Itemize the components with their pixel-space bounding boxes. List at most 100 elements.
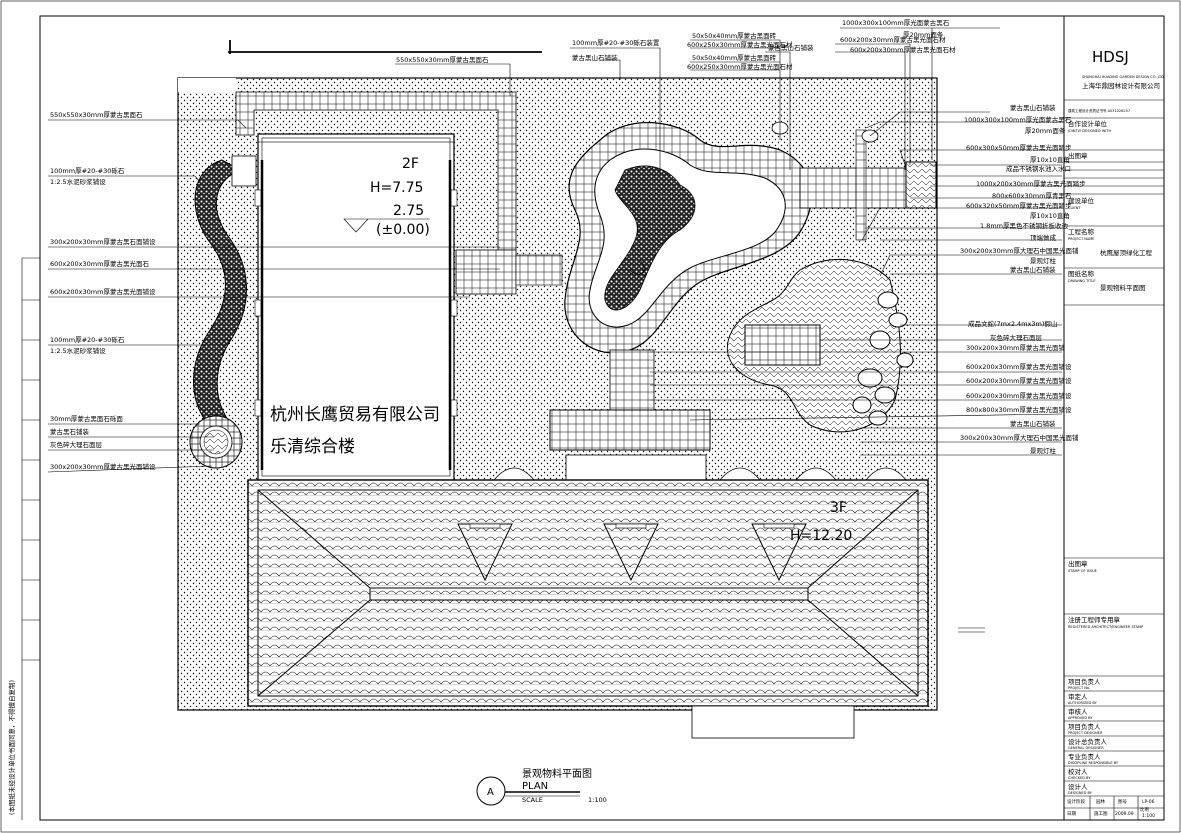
- roof-plan: 2F H=7.75 2.75 (±0.00) 杭州长鹰贸易有限公司 乐清综合楼: [177, 40, 985, 739]
- level-ref: (±0.00): [376, 222, 430, 238]
- callout-top-8: 蒙古黑山石铺装: [768, 43, 814, 52]
- callout-top-10: 600x200x30mm厚蒙古黑光面石材: [840, 35, 946, 44]
- firm-name-en: SHANGHAI HUADING GARDEN DESIGN CO.,LTD: [1082, 75, 1164, 79]
- stamp-label: 出图章: [1068, 151, 1088, 160]
- callout-left-5: 600x200x30mm厚蒙古黑光面石: [50, 259, 149, 268]
- building-3f-height: H=12.20: [790, 528, 852, 544]
- seal-label: 出图章: [1068, 559, 1088, 568]
- step-path-right: [799, 167, 911, 209]
- project-label: 工程名称: [1068, 227, 1095, 236]
- row-7-cn: 设计人: [1068, 782, 1088, 791]
- project-name: 杭鹰屋顶绿化工程: [1100, 248, 1153, 257]
- callout-left-3: 1:2.5水泥砂浆铺设: [50, 177, 106, 186]
- callout-right-13: 300x200x30mm厚大理石中国黑光面铺: [960, 246, 1079, 255]
- callout-right-17: 灰色碎大理石面层: [990, 333, 1043, 342]
- callout-right-15: 蒙古黑山石铺装: [1010, 265, 1056, 274]
- plan-scale-value: 1:100: [588, 796, 607, 804]
- callout-right-23: 蒙古黑山石铺装: [1010, 419, 1056, 428]
- rockery-stones: [852, 291, 914, 426]
- building-2f: [257, 133, 455, 481]
- callout-top-3: 50x50x40mm厚蒙古黑面砖: [692, 31, 777, 40]
- plan-marker-circle: [476, 776, 506, 806]
- row-5-cn: 专业负责人: [1068, 752, 1101, 761]
- client-label: 建设单位: [1068, 196, 1095, 205]
- plan-title-cn: 景观物料平面图: [522, 767, 592, 780]
- bridge-left: [455, 249, 517, 295]
- row-2-cn: 审核人: [1068, 707, 1088, 716]
- callout-left-4: 300x200x30mm厚蒙古黑石面铺设: [50, 237, 156, 246]
- callouts-left: 550x550x30mm厚蒙古黑面石 100mm厚#20-#30砾石 1:2.5…: [50, 110, 156, 471]
- callout-right-2: 1000x300x100mm厚光面蒙古黑石: [964, 115, 1072, 124]
- callout-right-12: 顶端做成: [1030, 233, 1057, 242]
- project-en: PROJECT NAME: [1068, 237, 1094, 241]
- row-6-en: CHECKED BY: [1068, 776, 1091, 780]
- stage-platform: [549, 409, 711, 451]
- callout-top-5: 50x50x40mm厚蒙古黑面砖: [692, 53, 777, 62]
- dormers: [457, 523, 807, 582]
- title-block: HDSJ SHANGHAI HUADING GARDEN DESIGN CO.,…: [1063, 15, 1165, 821]
- callouts-top: 1000x300x100mm厚光面蒙古黑石 100mm厚#20-#30砾石装置 …: [396, 18, 956, 71]
- drawing-title-label: 图纸名称: [1068, 269, 1095, 278]
- row-2-en: APPROVED BY: [1068, 716, 1093, 720]
- row-3-en: PROJECT DESIGNER: [1068, 731, 1103, 735]
- callout-top-1: 1000x300x100mm厚光面蒙古黑石: [842, 18, 950, 27]
- callout-right-20: 600x200x30mm厚蒙古黑光面铺设: [966, 376, 1072, 385]
- callout-right-24: 300x200x30mm厚大理石中国黑光面铺: [960, 433, 1079, 442]
- left-strip-ticks: [22, 299, 40, 661]
- no-value: 施工图: [1094, 810, 1108, 817]
- drawing-title-en: DRAWING TITLE: [1068, 279, 1096, 283]
- plan-title-label: A 景观物料平面图 PLAN SCALE 1:100: [476, 767, 607, 806]
- row-5-en: DISCIPLINE RESPONSIBLE BY: [1068, 761, 1119, 765]
- stair-block: [691, 705, 855, 739]
- callout-top-7: 蒙古黑山石铺装: [572, 53, 618, 62]
- row-0-en: PROJECT No.: [1068, 686, 1090, 690]
- leader-lines: [47, 27, 1063, 473]
- callout-left-6: 600x200x30mm厚蒙古黑光面铺设: [50, 287, 156, 296]
- row-1-cn: 审定人: [1068, 692, 1088, 701]
- callout-left-10: 蒙古黑石铺装: [50, 427, 90, 436]
- row-4-en: GENERAL DESIGNER: [1068, 746, 1104, 750]
- callout-left-2: 100mm厚#20-#30砾石: [50, 167, 125, 175]
- callout-right-3: 厚20mm面条: [1025, 126, 1066, 135]
- firm-logo: HDSJ: [1092, 48, 1129, 66]
- reg-seal-label: 注册工程师专用章: [1068, 615, 1121, 624]
- cooperator-label: 合作设计单位: [1068, 119, 1108, 128]
- callout-right-8: 800x600x30mm厚青黑石: [992, 191, 1072, 200]
- callout-right-7: 1000x200x30mm厚蒙古黑光面踏步: [976, 179, 1086, 188]
- firm-name-cn: 上海华鼎园林设计有限公司: [1082, 81, 1160, 90]
- row-4-cn: 设计总负责人: [1068, 737, 1108, 746]
- callout-right-6: 成品不锈钢水池入水口: [1006, 164, 1071, 173]
- client-en: CLIENT: [1068, 206, 1081, 210]
- plan-title-en: PLAN: [522, 781, 548, 792]
- cooperator-en: JOINTLY DESIGNED WITH: [1067, 129, 1111, 133]
- callout-top-6: 600x250x30mm厚蒙古黑光面石材: [687, 62, 793, 71]
- row-7-en: DESIGNED BY: [1068, 791, 1093, 795]
- phase-label: 设计阶段: [1067, 798, 1085, 805]
- callout-right-14: 景观灯柱: [1030, 256, 1057, 265]
- level-symbol: [343, 218, 430, 233]
- callout-right-4: 600x300x50mm厚蒙古黑光面踏步: [966, 143, 1072, 152]
- pond-platform: [744, 324, 821, 366]
- callout-left-7: 100mm厚#20-#30砾石: [50, 336, 125, 344]
- callout-right-11: 1.8mm厚黑色不锈钢折板收边: [980, 221, 1069, 230]
- callout-right-19: 600x200x30mm厚蒙古黑光面铺设: [966, 362, 1072, 371]
- callout-right-22: 800x800x30mm厚蒙古黑光面铺设: [966, 405, 1072, 414]
- callout-right-25: 景观灯柱: [1030, 446, 1057, 455]
- top-grid-path: [235, 91, 517, 251]
- drawing-no: LP-06: [1142, 799, 1155, 805]
- callout-left-8: 1:2.5水泥砂浆铺设: [50, 346, 106, 355]
- callout-right-21: 600x200x30mm厚蒙古黑光面铺设: [966, 391, 1072, 400]
- date-value: 2009.09: [1115, 811, 1134, 817]
- building-3f-roof: [247, 479, 929, 707]
- left-strip-note: (本图纸未经设计单位书面同意，不得擅自复制): [7, 680, 16, 815]
- no-label: 图号: [1118, 799, 1127, 805]
- scale-label: 比例: [1140, 806, 1149, 813]
- phase-value: 园林: [1096, 798, 1105, 805]
- signature-rows: 项目负责人 PROJECT No. 审定人 AUTHORIZED BY 审核人 …: [1064, 677, 1164, 797]
- date-label: 日期: [1067, 811, 1076, 817]
- callout-right-5: 厚10x10直角: [1030, 155, 1070, 164]
- callout-left-12: 300x200x30mm厚蒙古黑光面铺设: [50, 462, 156, 471]
- row-3-cn: 项目负责人: [1068, 722, 1101, 731]
